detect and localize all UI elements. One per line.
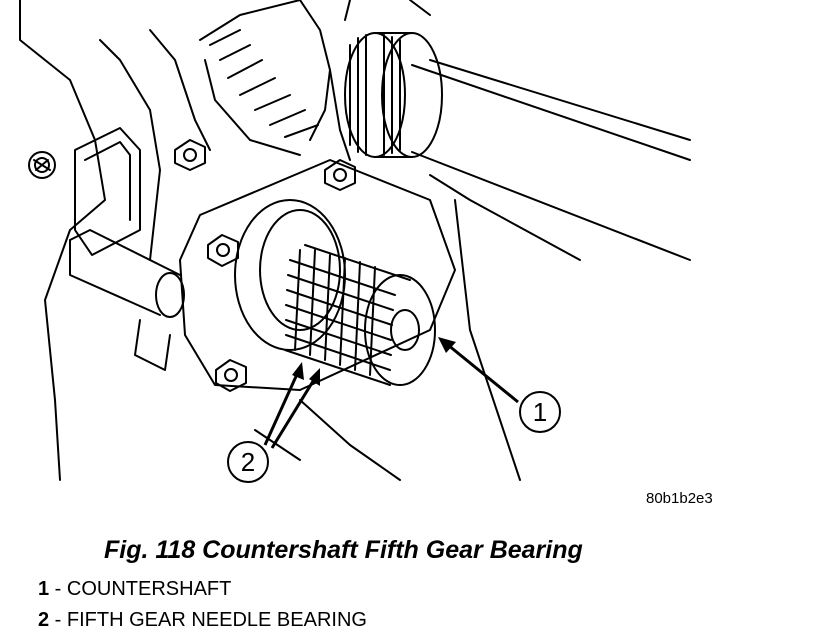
- bearing-retainer-plate: [179, 159, 456, 391]
- legend-item: 1 - COUNTERSHAFT: [38, 578, 231, 601]
- drain-plug: [28, 151, 56, 179]
- figure-caption: Fig. 118 Countershaft Fifth Gear Bearing: [104, 536, 583, 564]
- legend-label: COUNTERSHAFT: [66, 578, 232, 600]
- image-code: 80b1b2e3: [646, 490, 713, 507]
- bolt-lower-left: [215, 359, 247, 392]
- legend-separator: -: [49, 578, 67, 600]
- legend-label: FIFTH GEAR NEEDLE BEARING: [66, 609, 367, 631]
- legend-item: 2 - FIFTH GEAR NEEDLE BEARING: [38, 609, 367, 632]
- needle-bearing: [284, 244, 411, 386]
- bolt-middle-left: [207, 234, 239, 267]
- legend-separator: -: [49, 609, 67, 631]
- legend-number: 2: [38, 609, 50, 631]
- dowel-pin: [69, 229, 185, 371]
- callout-2-number: 2: [241, 447, 255, 477]
- main-shaft: [344, 32, 691, 261]
- helical-gear: [199, 0, 351, 161]
- callout-1: 1: [438, 337, 561, 433]
- bolt-upper-left: [174, 139, 206, 171]
- legend-number: 1: [38, 578, 50, 600]
- callout-2: 2: [227, 362, 320, 483]
- bolt-upper-right: [324, 159, 356, 191]
- transmission-illustration: 1 2: [19, 0, 691, 483]
- transmission-case: [19, 0, 581, 481]
- callout-1-number: 1: [533, 397, 547, 427]
- countershaft-end: [364, 274, 436, 386]
